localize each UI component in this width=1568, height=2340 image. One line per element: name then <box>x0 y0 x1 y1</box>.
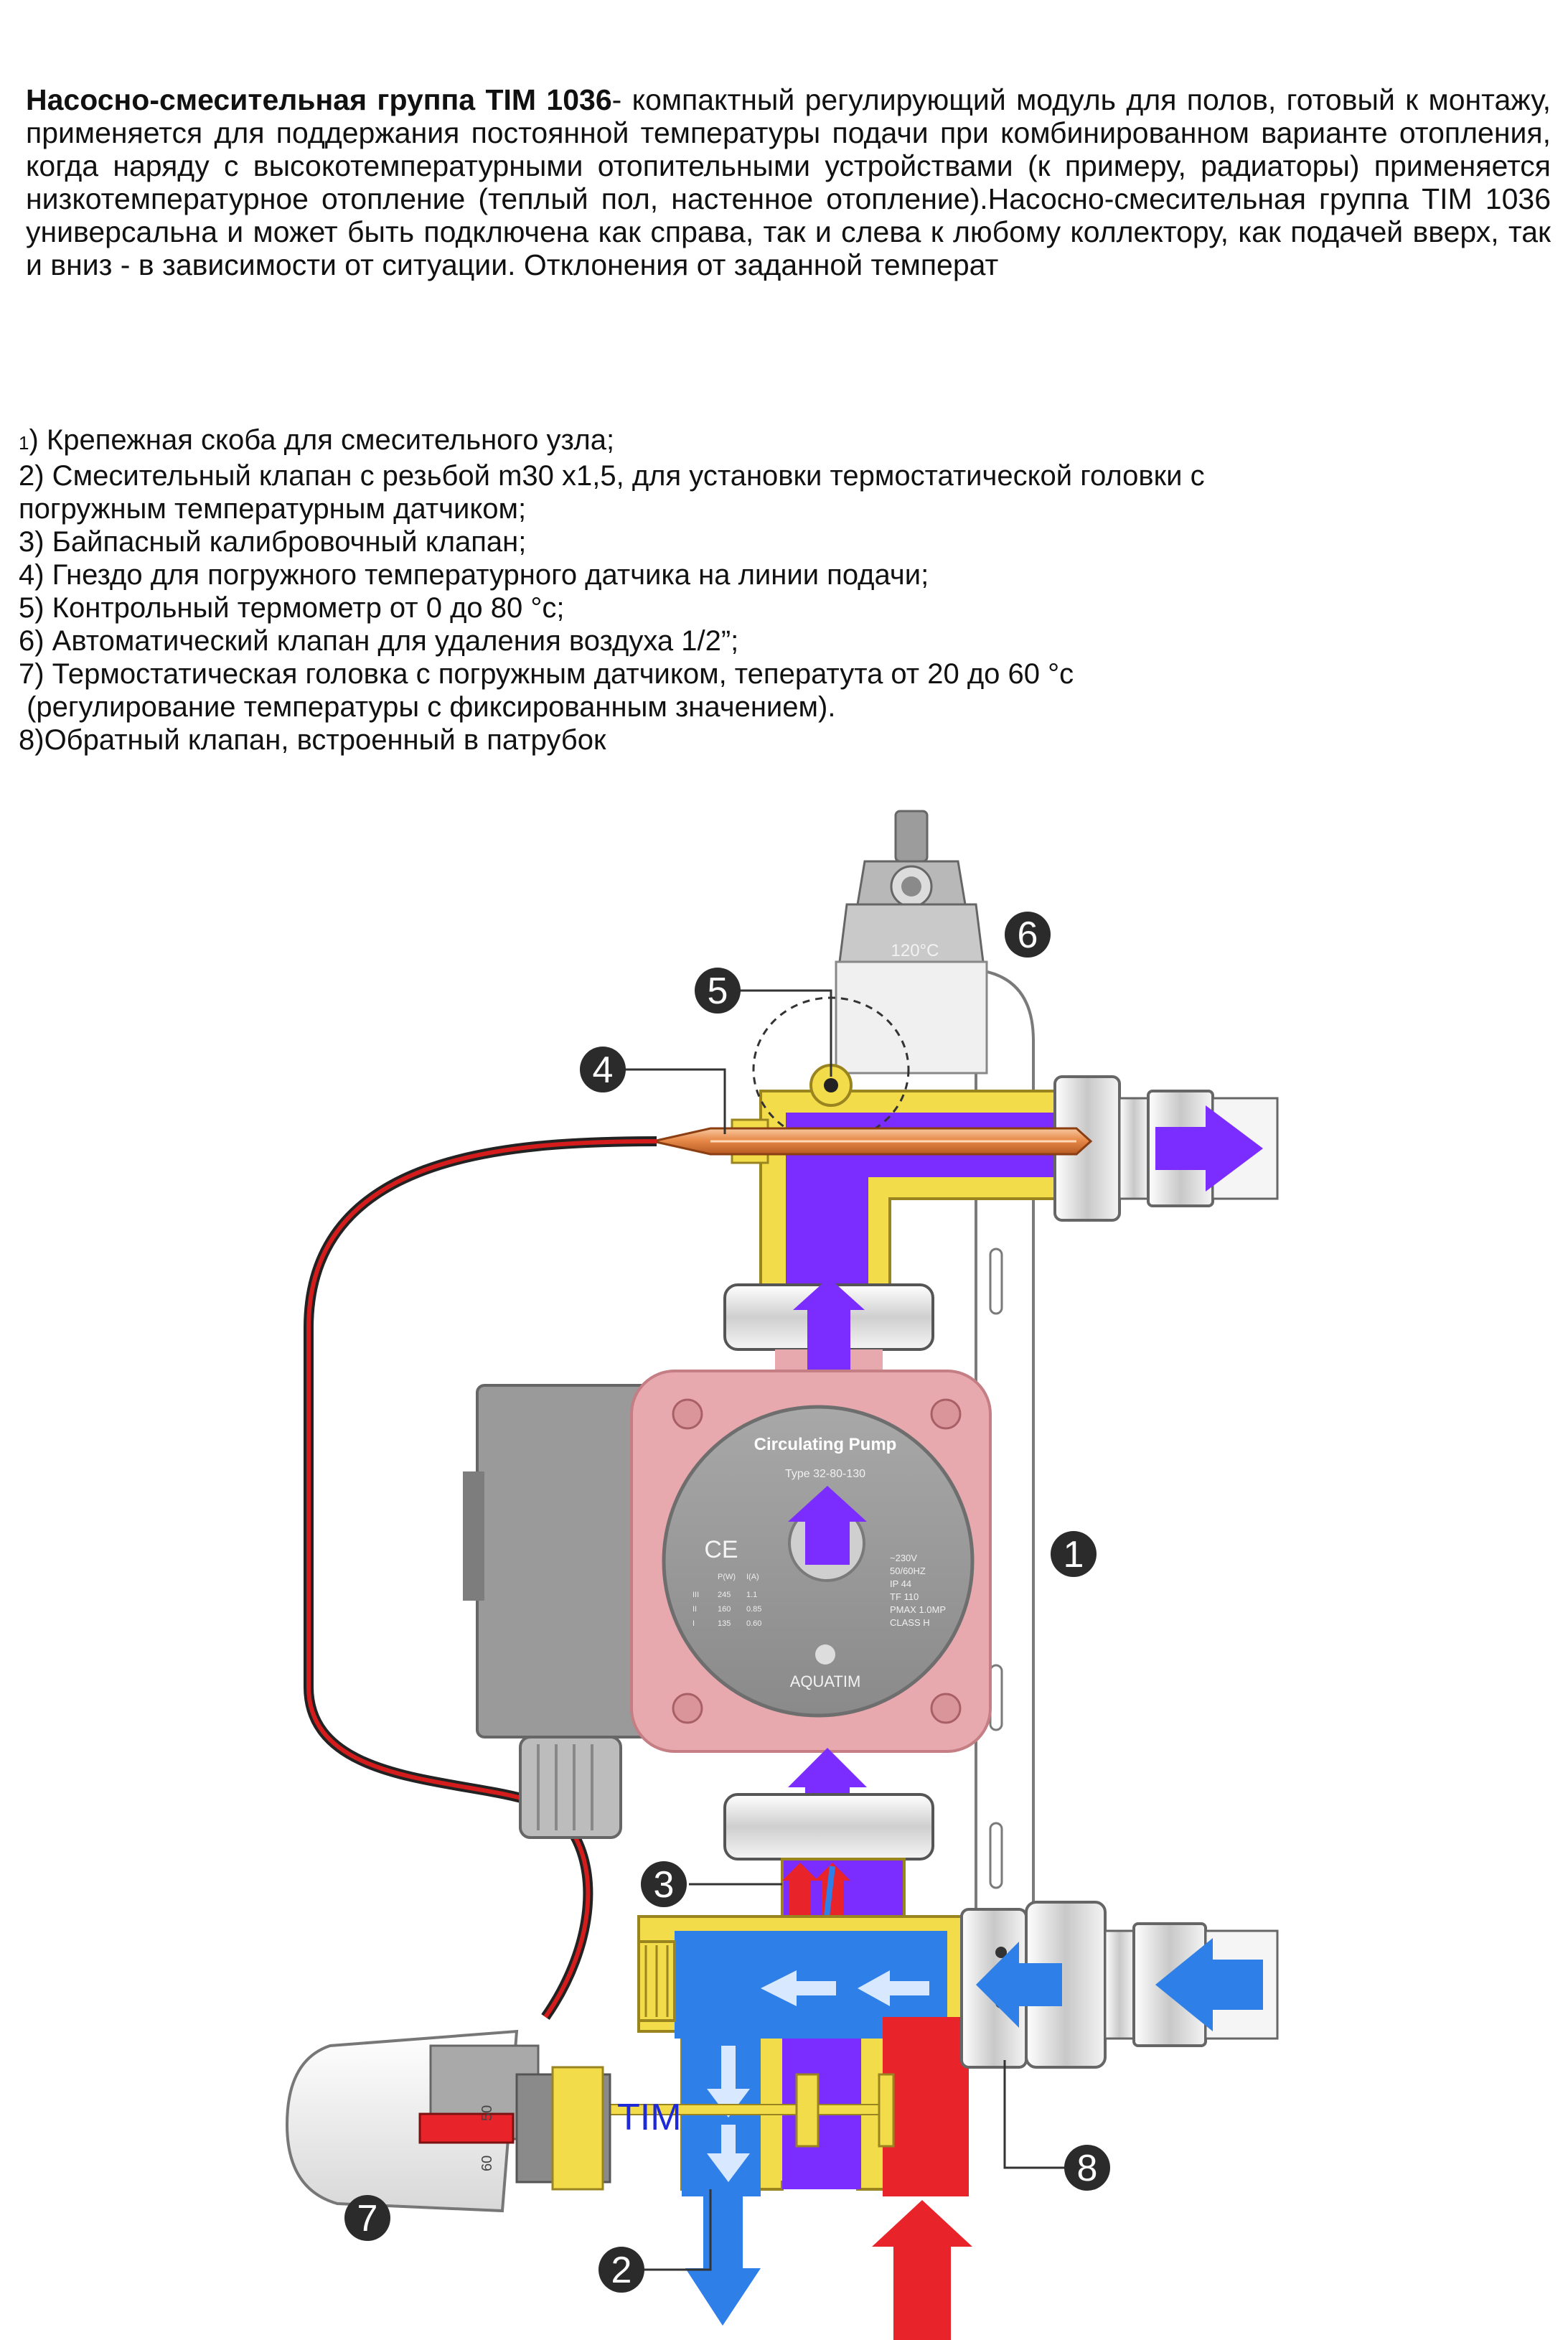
circulating-pump: Circulating Pump Type 32-80-130 CE P(W) … <box>630 1370 992 1830</box>
svg-text:1.1: 1.1 <box>746 1591 757 1599</box>
svg-text:3: 3 <box>654 1864 675 1906</box>
list-item: 6) Автоматический клапан для удаления во… <box>19 625 739 657</box>
list-item: 2) Смесительный клапан с резьбой m30 x1,… <box>19 460 1205 492</box>
pump-rating-table: P(W) I(A) III 245 1.1 II 160 0.85 I 135 … <box>693 1573 761 1628</box>
svg-text:TF 110: TF 110 <box>890 1591 919 1602</box>
ce-mark: CE <box>704 1536 738 1563</box>
list-item: погружным температурным датчиком; <box>19 493 527 525</box>
immersion-sensor <box>652 1127 1093 1156</box>
callout-8: 8 <box>1064 2145 1110 2191</box>
list-item: 1) Крепежная скоба для смесительного узл… <box>19 424 615 456</box>
svg-text:P(W): P(W) <box>718 1573 736 1581</box>
svg-text:5: 5 <box>708 970 728 1012</box>
vent-temp-label: 120°C <box>891 941 939 960</box>
callout-3: 3 <box>641 1861 687 1907</box>
svg-text:II: II <box>693 1605 697 1614</box>
callout-2: 2 <box>598 2247 644 2293</box>
svg-text:0.60: 0.60 <box>746 1619 761 1628</box>
svg-text:0.85: 0.85 <box>746 1605 761 1614</box>
svg-text:2: 2 <box>611 2250 632 2291</box>
callout-1: 1 <box>1051 1531 1097 1577</box>
svg-text:I: I <box>693 1619 695 1628</box>
head-scale-50: 50 <box>479 2105 495 2121</box>
components-list: 1) Крепежная скоба для смесительного узл… <box>19 423 1454 757</box>
list-item: 4) Гнездо для погружного температурного … <box>19 559 929 591</box>
callout-leaders <box>624 989 1076 2271</box>
pump-type: Type 32-80-130 <box>785 1468 865 1480</box>
svg-text:4: 4 <box>593 1049 614 1091</box>
svg-text:135: 135 <box>718 1619 731 1628</box>
list-item: 7) Термостатическая головка с погружным … <box>19 658 1074 690</box>
pump-title: Circulating Pump <box>754 1435 897 1454</box>
return-outlet-arrow <box>685 2189 761 2326</box>
svg-text:1: 1 <box>1064 1534 1084 1576</box>
svg-text:III: III <box>693 1591 699 1599</box>
list-item-number: 1 <box>19 432 29 454</box>
svg-text:160: 160 <box>718 1605 731 1614</box>
intro-paragraph: Насосно-смесительная группа TIM 1036- ко… <box>26 83 1551 281</box>
upper-union-nut <box>723 1278 934 1385</box>
svg-text:50/60HZ: 50/60HZ <box>890 1566 926 1576</box>
callout-7: 7 <box>344 2195 390 2241</box>
mixing-valve-body: TIM <box>609 1915 969 2196</box>
list-item: 5) Контрольный термометр от 0 до 80 °c; <box>19 592 565 624</box>
list-item: 3) Байпасный калибровочный клапан; <box>19 526 527 558</box>
mixing-unit-diagram: 120°C <box>285 810 1279 2340</box>
supply-outlet <box>1053 1075 1279 1222</box>
pump-brand: AQUATIM <box>790 1672 861 1690</box>
valve-brand-label: TIM <box>617 2097 682 2138</box>
thermostatic-head: 50 60 <box>285 2029 611 2213</box>
air-vent-valve: 120°C <box>835 810 988 1075</box>
svg-text:6: 6 <box>1018 914 1038 956</box>
pump-specs: ~230V 50/60HZ IP 44 TF 110 PMAX 1.0MP CL… <box>890 1553 946 1628</box>
svg-text:8: 8 <box>1077 2148 1098 2189</box>
callout-4: 4 <box>580 1047 626 1092</box>
svg-text:CLASS H: CLASS H <box>890 1617 930 1628</box>
svg-text:7: 7 <box>357 2198 378 2240</box>
svg-text:245: 245 <box>718 1591 731 1599</box>
return-inlet <box>960 1901 1279 2069</box>
lower-union-nut <box>723 1793 934 1861</box>
list-item: 8)Обратный клапан, встроенный в патрубок <box>19 724 606 756</box>
callout-6: 6 <box>1005 912 1051 958</box>
svg-text:I(A): I(A) <box>746 1573 759 1581</box>
hot-inlet-arrow <box>872 2200 972 2340</box>
aquatim-logo-icon <box>815 1644 835 1665</box>
svg-text:PMAX 1.0MP: PMAX 1.0MP <box>890 1604 946 1615</box>
intro-text: - компактный регулирующий модуль для пол… <box>26 83 1551 281</box>
svg-text:~230V: ~230V <box>890 1553 917 1563</box>
list-item: (регулирование температуры с фиксированн… <box>19 691 836 723</box>
svg-text:IP 44: IP 44 <box>890 1578 911 1589</box>
product-title: Насосно-смесительная группа TIM 1036 <box>26 83 612 116</box>
head-scale-60: 60 <box>479 2156 495 2171</box>
pump-terminal-box <box>463 1384 658 1839</box>
callout-5: 5 <box>695 968 741 1014</box>
